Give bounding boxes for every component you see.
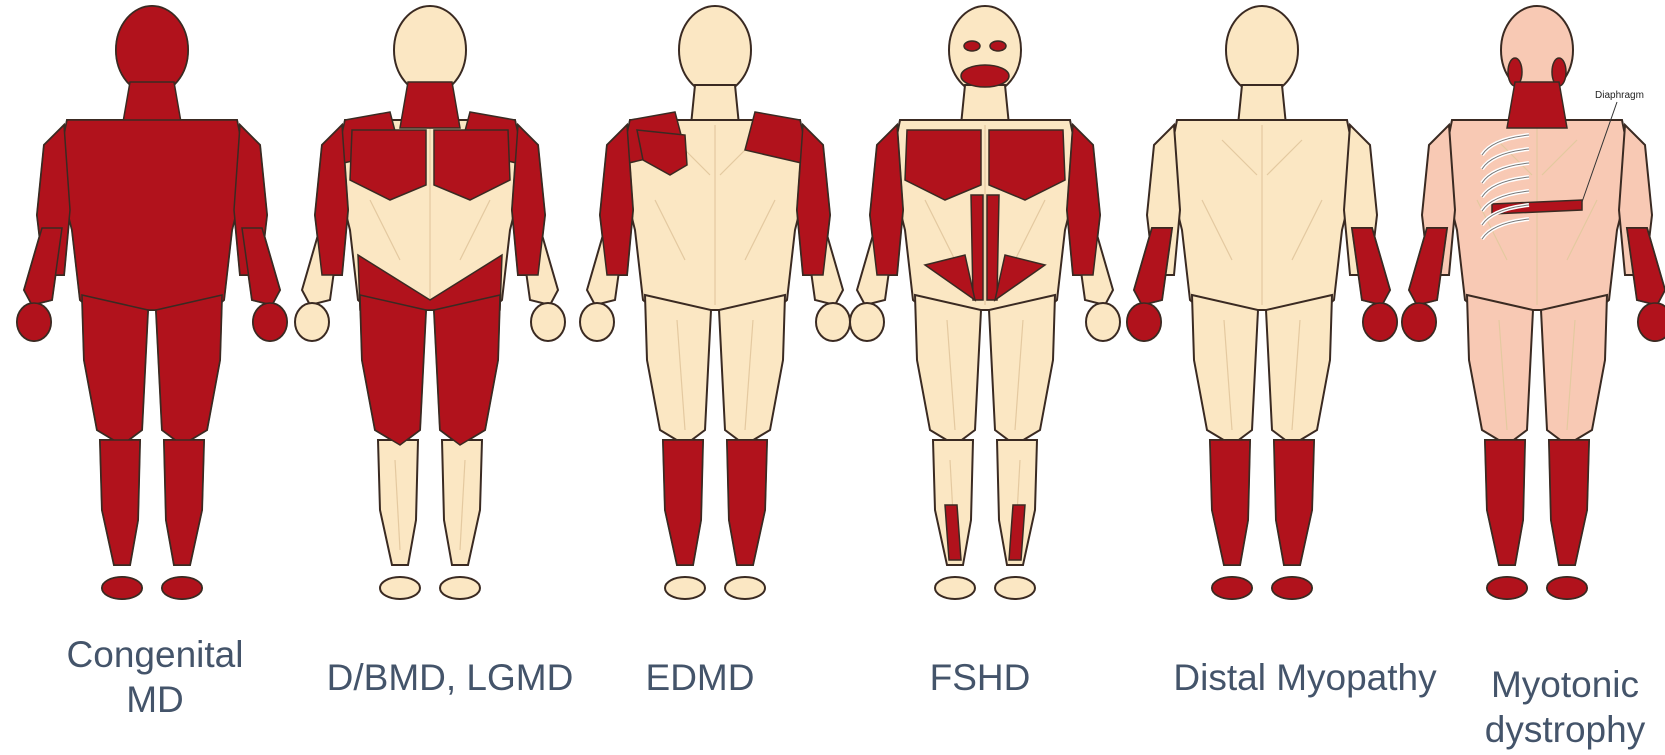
affected-forearm-right bbox=[1627, 228, 1665, 305]
figure-distal bbox=[1127, 6, 1397, 599]
affected-abdomen-right bbox=[987, 195, 999, 300]
figure-congenital bbox=[17, 6, 287, 599]
body-left-thigh bbox=[1192, 295, 1258, 445]
affected-calf-left bbox=[1485, 440, 1525, 565]
body-left-thigh bbox=[1467, 295, 1533, 445]
affected-abdomen-left bbox=[971, 195, 983, 300]
caption-dbmd-lgmd-line1: D/BMD, LGMD bbox=[300, 655, 600, 700]
body-head bbox=[679, 6, 751, 94]
caption-fshd: FSHD bbox=[880, 655, 1080, 700]
body-head bbox=[1226, 6, 1298, 94]
body-right-foot bbox=[725, 577, 765, 599]
affected-thigh-left bbox=[360, 295, 426, 445]
affected-hand-right bbox=[253, 303, 287, 341]
body-left-hand bbox=[295, 303, 329, 341]
affected-eye-right bbox=[990, 41, 1006, 51]
caption-myotonic-line1: Myotonic bbox=[1470, 662, 1660, 707]
figure-dbmd-lgmd bbox=[295, 6, 565, 599]
affected-calf-left bbox=[663, 440, 703, 565]
caption-distal-myopathy: Distal Myopathy bbox=[1160, 655, 1450, 700]
body-left-thigh bbox=[915, 295, 981, 445]
affected-forearm-left bbox=[1409, 228, 1447, 305]
affected-foot-left bbox=[1212, 577, 1252, 599]
affected-upper-arm-right bbox=[797, 125, 830, 275]
affected-upper-arm-left bbox=[315, 125, 348, 275]
caption-edmd-line1: EDMD bbox=[600, 655, 800, 700]
body-left-hand bbox=[850, 303, 884, 341]
caption-edmd: EDMD bbox=[600, 655, 800, 700]
affected-forearm-left bbox=[1134, 228, 1172, 305]
affected-hand-left bbox=[17, 303, 51, 341]
affected-forearm-right bbox=[242, 228, 280, 305]
caption-fshd-line1: FSHD bbox=[880, 655, 1080, 700]
affected-calf-right bbox=[164, 440, 204, 565]
affected-thigh-right bbox=[156, 295, 222, 445]
affected-foot-right bbox=[1272, 577, 1312, 599]
affected-calf-right bbox=[727, 440, 767, 565]
affected-calf-right bbox=[1274, 440, 1314, 565]
affected-thigh-right bbox=[434, 295, 500, 445]
affected-neck bbox=[400, 82, 460, 128]
caption-distal-myopathy-line1: Distal Myopathy bbox=[1160, 655, 1450, 700]
affected-upper-arm-left bbox=[870, 125, 903, 275]
affected-hand-left bbox=[1402, 303, 1436, 341]
body-figures: Diaphragm bbox=[0, 0, 1665, 620]
affected-foot-left bbox=[102, 577, 142, 599]
figure-edmd bbox=[580, 6, 850, 599]
body-left-foot bbox=[935, 577, 975, 599]
body-right-thigh bbox=[1541, 295, 1607, 445]
affected-hand-right bbox=[1363, 303, 1397, 341]
body-head bbox=[394, 6, 466, 94]
affected-foot-right bbox=[1547, 577, 1587, 599]
affected-torso bbox=[57, 120, 247, 310]
affected-head bbox=[116, 6, 188, 94]
affected-calf-left bbox=[100, 440, 140, 565]
caption-dbmd-lgmd: D/BMD, LGMD bbox=[300, 655, 600, 700]
affected-mouth bbox=[961, 65, 1009, 87]
body-right-foot bbox=[440, 577, 480, 599]
affected-forearm-left bbox=[24, 228, 62, 305]
caption-myotonic-dystrophy: Myotonic dystrophy bbox=[1470, 662, 1660, 752]
body-right-calf bbox=[442, 440, 482, 565]
body-left-foot bbox=[380, 577, 420, 599]
body-right-foot bbox=[995, 577, 1035, 599]
affected-foot-left bbox=[1487, 577, 1527, 599]
body-left-calf bbox=[378, 440, 418, 565]
body-right-thigh bbox=[1266, 295, 1332, 445]
body-left-foot bbox=[665, 577, 705, 599]
caption-myotonic-line2: dystrophy bbox=[1470, 707, 1660, 752]
affected-neck bbox=[1507, 82, 1567, 128]
diaphragm-label: Diaphragm bbox=[1595, 90, 1644, 101]
affected-foot-right bbox=[162, 577, 202, 599]
body-left-hand bbox=[580, 303, 614, 341]
affected-calf-right bbox=[1549, 440, 1589, 565]
affected-thigh-left bbox=[82, 295, 148, 445]
body-left-thigh bbox=[645, 295, 711, 445]
body-right-thigh bbox=[719, 295, 785, 445]
body-right-hand bbox=[1086, 303, 1120, 341]
affected-eye-left bbox=[964, 41, 980, 51]
affected-calf-left bbox=[1210, 440, 1250, 565]
caption-congenital: Congenital MD bbox=[50, 632, 260, 722]
affected-hand-left bbox=[1127, 303, 1161, 341]
body-right-hand bbox=[531, 303, 565, 341]
caption-congenital-line1: Congenital bbox=[50, 632, 260, 677]
affected-upper-arm-right bbox=[1067, 125, 1100, 275]
body-right-thigh bbox=[989, 295, 1055, 445]
body-right-hand bbox=[816, 303, 850, 341]
caption-congenital-line2: MD bbox=[50, 677, 260, 722]
figure-myotonic: Diaphragm bbox=[1402, 6, 1665, 599]
affected-hand-right bbox=[1638, 303, 1665, 341]
affected-upper-arm-right bbox=[512, 125, 545, 275]
affected-upper-arm-left bbox=[600, 125, 633, 275]
figure-fshd bbox=[850, 6, 1120, 599]
affected-forearm-right bbox=[1352, 228, 1390, 305]
